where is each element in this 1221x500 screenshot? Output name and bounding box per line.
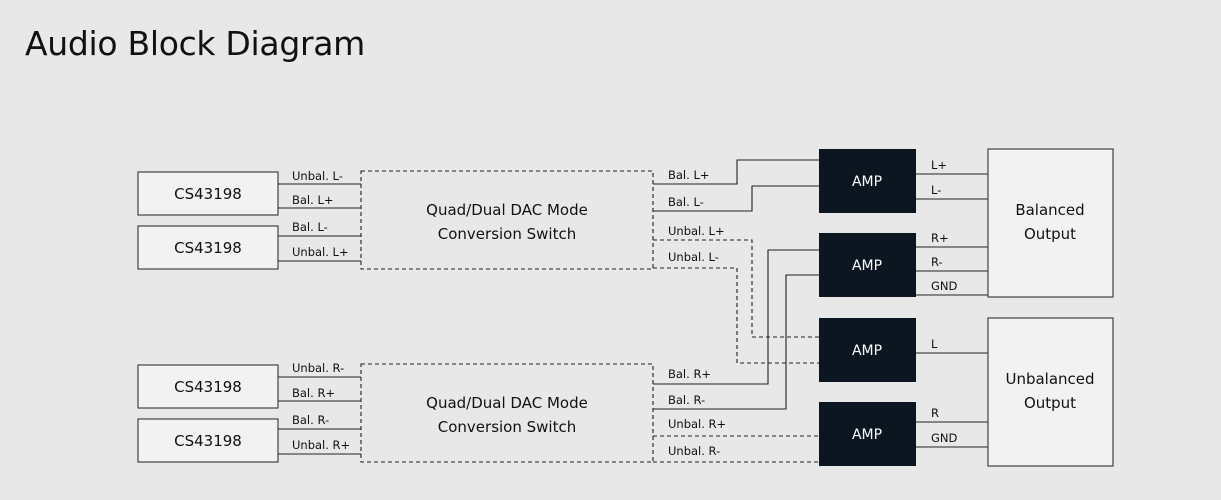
wire-label: Bal. R+ (292, 386, 335, 400)
unbalanced-output-label-line2: Output (1024, 394, 1076, 412)
top-switch-output-wires (653, 159, 819, 364)
page-title: Audio Block Diagram (25, 24, 366, 63)
wire-label: R- (931, 255, 943, 269)
wire-label: GND (931, 431, 958, 445)
dac-chip-label: CS43198 (174, 185, 242, 203)
wire-label: L (931, 337, 938, 351)
amp-label: AMP (852, 427, 882, 443)
dac-chip-label: CS43198 (174, 432, 242, 450)
wire-label: Bal. L+ (668, 168, 710, 182)
wire-label: Unbal. R- (292, 361, 344, 375)
wire-label: L- (931, 183, 941, 197)
wire-label: Unbal. L- (668, 250, 719, 264)
bottom-dac-output-wires (278, 376, 361, 455)
unbalanced-output-box: Unbalanced Output (987, 317, 1114, 467)
wire-label: Unbal. R+ (668, 417, 726, 431)
wire-label: Unbal. R- (668, 444, 720, 458)
wire-label: Unbal. R+ (292, 438, 350, 452)
wire-label: Bal. L- (668, 195, 704, 209)
wire-label: Unbal. L+ (292, 245, 349, 259)
bottom-switch-output-wires (653, 249, 819, 463)
amp-2: AMP (819, 233, 916, 297)
wire-label: R+ (931, 231, 949, 245)
switch-label-line1: Quad/Dual DAC Mode (426, 201, 588, 219)
balanced-output-label-line2: Output (1024, 225, 1076, 243)
wire-label: R (931, 406, 939, 420)
amp-label: AMP (852, 174, 882, 190)
amp-label: AMP (852, 258, 882, 274)
dac-chip-1: CS43198 (137, 171, 279, 216)
wire-label: GND (931, 279, 958, 293)
amp-4: AMP (819, 402, 916, 466)
wire-label: Unbal. L- (292, 169, 343, 183)
switch-label-line2: Conversion Switch (438, 225, 576, 243)
top-dac-output-wires (278, 183, 361, 262)
balanced-output-box: Balanced Output (987, 148, 1114, 298)
dac-chip-4: CS43198 (137, 418, 279, 463)
wire-label: Bal. L- (292, 220, 328, 234)
dac-chip-label: CS43198 (174, 378, 242, 396)
switch-label-line1: Quad/Dual DAC Mode (426, 394, 588, 412)
amp-3: AMP (819, 318, 916, 382)
wire-label: Bal. R- (668, 393, 705, 407)
dac-chip-2: CS43198 (137, 225, 279, 270)
amp-label: AMP (852, 343, 882, 359)
dac-chip-label: CS43198 (174, 239, 242, 257)
wire-label: Bal. L+ (292, 193, 334, 207)
wire-label: Bal. R+ (668, 367, 711, 381)
wire-label: Bal. R- (292, 413, 329, 427)
wire-label: L+ (931, 158, 947, 172)
unbalanced-output-label-line1: Unbalanced (1005, 370, 1094, 388)
conversion-switch-top: Quad/Dual DAC Mode Conversion Switch (360, 170, 654, 270)
amp-1: AMP (819, 149, 916, 213)
dac-chip-3: CS43198 (137, 364, 279, 409)
balanced-output-label-line1: Balanced (1015, 201, 1084, 219)
amp-output-wires (916, 173, 988, 448)
switch-label-line2: Conversion Switch (438, 418, 576, 436)
conversion-switch-bottom: Quad/Dual DAC Mode Conversion Switch (360, 363, 654, 463)
wire-label: Unbal. L+ (668, 224, 725, 238)
